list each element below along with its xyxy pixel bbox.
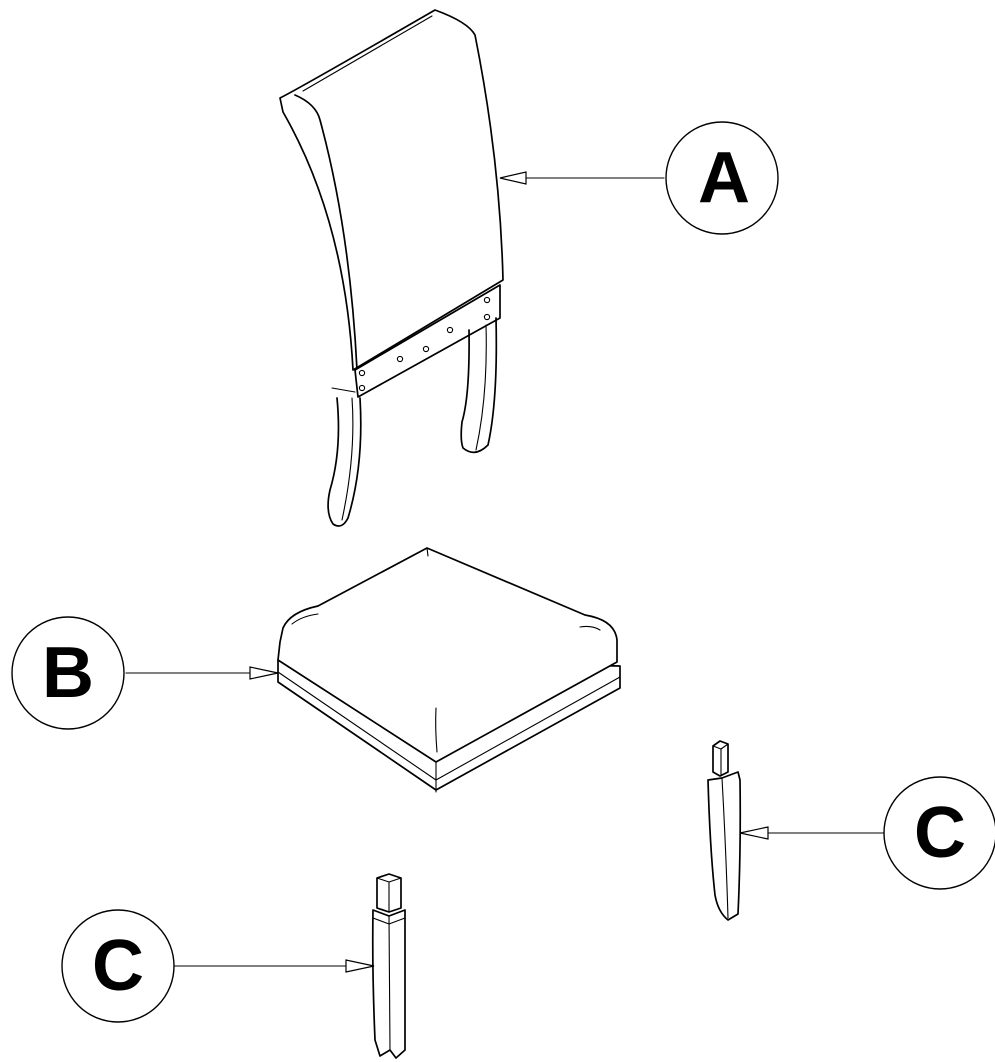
- callout-c-right-label: C: [914, 793, 966, 873]
- callout-c-right: C: [739, 776, 995, 890]
- callout-c-bottom-circle: [61, 909, 175, 1023]
- chair-back-part: [279, 9, 504, 527]
- leg-part-bottom: [371, 873, 406, 1059]
- callout-b-arrow: [249, 666, 279, 680]
- callout-a-label: A: [698, 138, 750, 218]
- leg-part-right: [707, 740, 742, 921]
- callout-c-right-circle: [883, 776, 995, 890]
- callout-c-right-arrow: [739, 826, 769, 840]
- callout-b: B: [11, 616, 279, 730]
- callout-c-bottom: C: [61, 909, 375, 1023]
- callout-c-bottom-arrow: [345, 959, 375, 973]
- callout-c-bottom-label: C: [92, 926, 144, 1006]
- callout-a: A: [499, 121, 779, 235]
- seat-cushion-part: [277, 547, 621, 793]
- callout-a-arrow: [499, 171, 527, 185]
- callout-b-label: B: [42, 633, 94, 713]
- callout-a-circle: [665, 121, 779, 235]
- callout-b-circle: [11, 616, 125, 730]
